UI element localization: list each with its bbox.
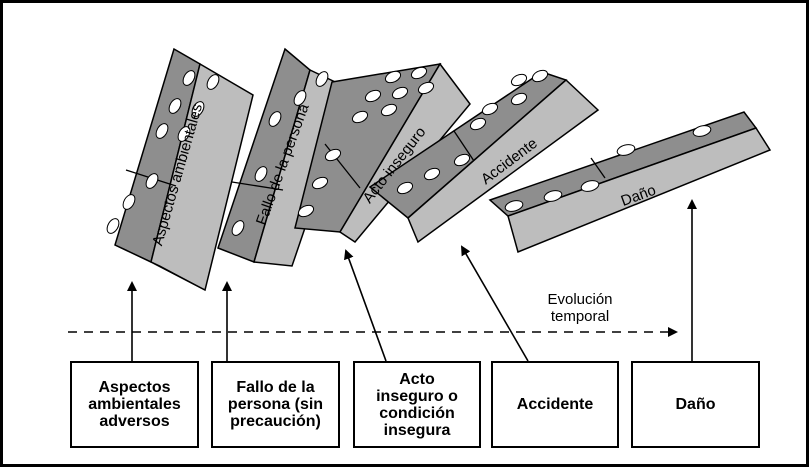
domino-dano-pips (504, 125, 712, 212)
domino-accidente (368, 71, 600, 244)
box-dano-text: Daño (675, 396, 716, 413)
box-acto-inseguro: Acto inseguro o condición insegura (353, 361, 481, 448)
domino-aspectos-pips (106, 70, 220, 234)
arrow-accidente (460, 245, 529, 362)
box-aspectos-ambientales: Aspectos ambientales adversos (70, 361, 199, 448)
arrow-acto (344, 249, 387, 362)
domino-accidente-pips (396, 69, 549, 195)
box-fallo-text: Fallo de la persona (sin precaución) (227, 379, 324, 430)
box-accidente-text: Accidente (516, 396, 594, 413)
domino-fallo-pips (231, 71, 329, 236)
domino-acto-pips (297, 66, 435, 218)
domino-dano (488, 111, 772, 254)
box-accidente: Accidente (491, 361, 619, 448)
timeline-label: Evolución temporal (547, 291, 613, 325)
box-fallo-persona: Fallo de la persona (sin precaución) (211, 361, 340, 448)
box-aspectos-text: Aspectos ambientales adversos (88, 379, 181, 430)
domino-acto-inseguro (294, 62, 471, 243)
box-acto-text: Acto inseguro o condición insegura (376, 370, 458, 439)
box-dano: Daño (631, 361, 760, 448)
